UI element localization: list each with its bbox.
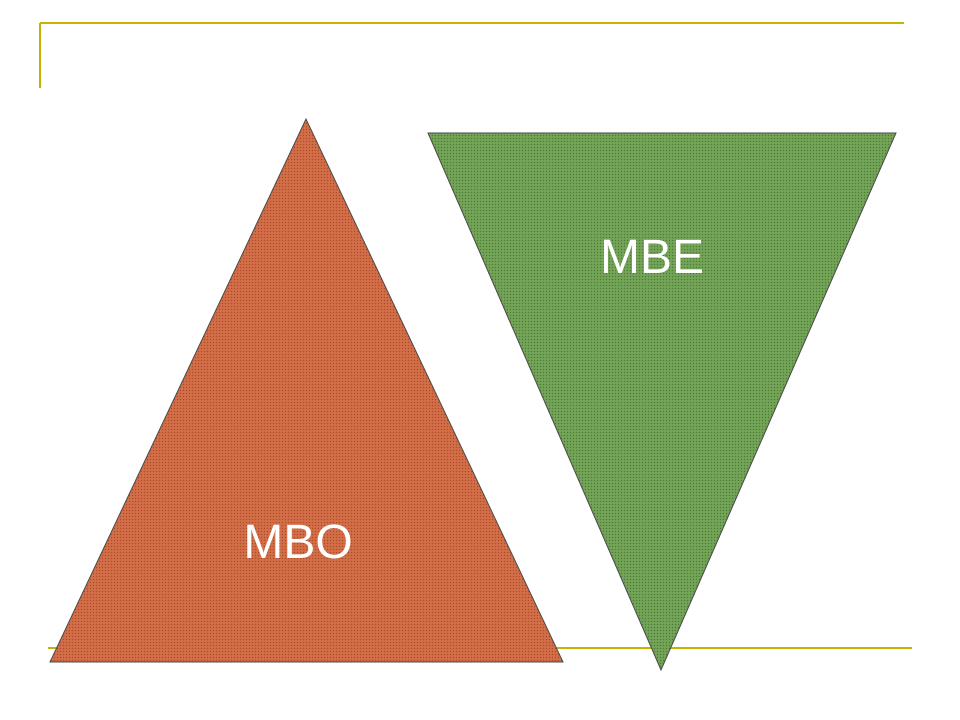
mbo-label: MBO [243,516,352,569]
mbe-triangle [427,132,897,672]
mbe-label: MBE [600,231,704,284]
mbo-triangle [49,117,564,663]
